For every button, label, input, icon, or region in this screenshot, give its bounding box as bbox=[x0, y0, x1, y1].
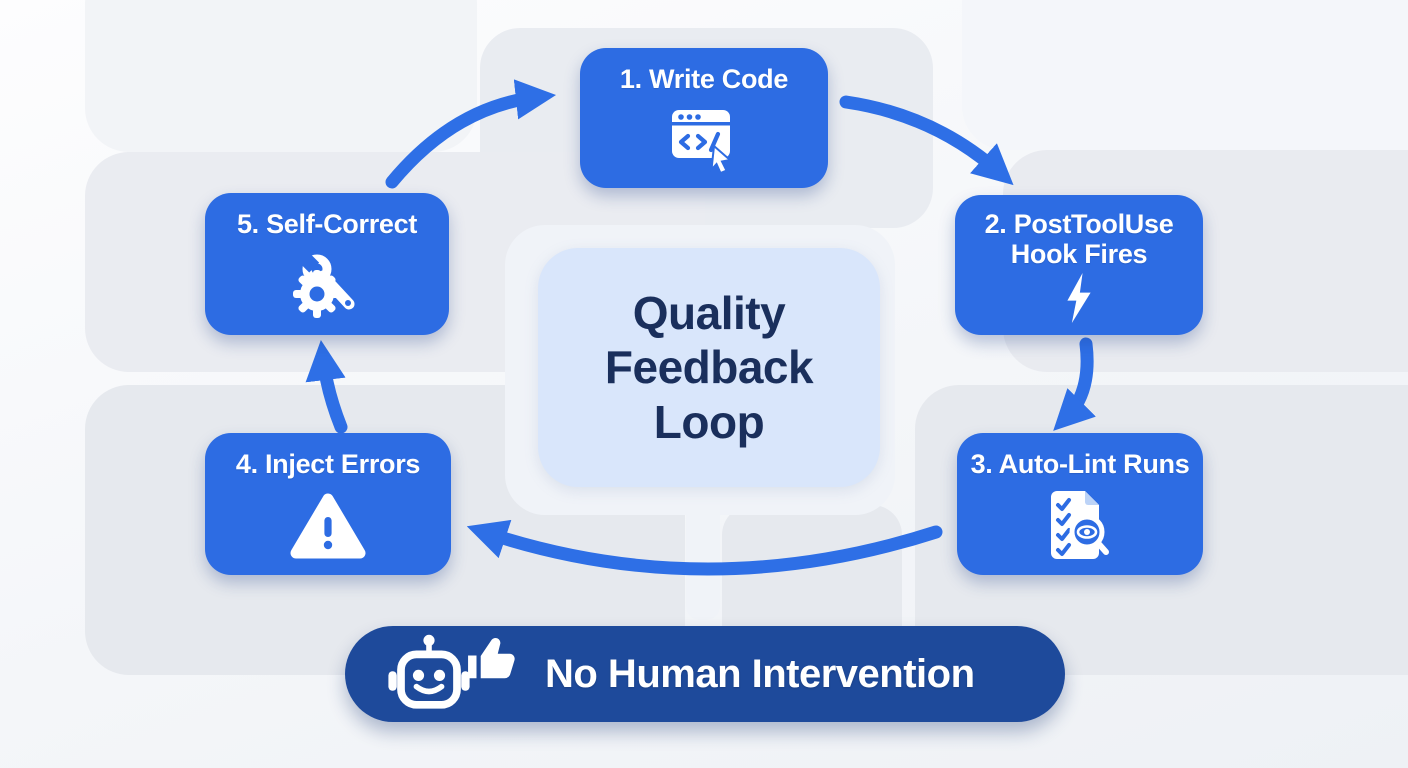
arrow-autolint-to-inject-errors bbox=[466, 519, 943, 576]
node-label: 2. PostToolUse Hook Fires bbox=[984, 209, 1174, 270]
background-panel bbox=[85, 0, 477, 152]
node-label: 5. Self-Correct bbox=[236, 209, 418, 239]
background-panel bbox=[962, 0, 1408, 150]
robot-icon bbox=[388, 634, 470, 709]
footer-label: No Human Intervention bbox=[545, 651, 975, 696]
warning-icon bbox=[289, 479, 367, 575]
center-label-card: Quality Feedback Loop bbox=[538, 248, 880, 487]
node-label: 4. Inject Errors bbox=[235, 449, 421, 479]
lint-review-icon bbox=[1045, 479, 1115, 575]
node-auto-lint: 3. Auto-Lint Runs bbox=[957, 433, 1203, 575]
diagram-title: Quality Feedback Loop bbox=[604, 287, 814, 448]
node-write-code: 1. Write Code bbox=[580, 48, 828, 188]
node-self-correct: 5. Self-Correct bbox=[205, 193, 449, 335]
arrow-inject-errors-to-self-correct bbox=[305, 339, 348, 434]
node-label: 3. Auto-Lint Runs bbox=[970, 449, 1190, 479]
node-inject-errors: 4. Inject Errors bbox=[205, 433, 451, 575]
arrow-write-code-to-hook bbox=[839, 95, 1014, 186]
footer-banner: No Human Intervention bbox=[345, 626, 1065, 722]
node-posttooluse-hook: 2. PostToolUse Hook Fires bbox=[955, 195, 1203, 335]
center-backdrop-stem bbox=[686, 495, 720, 620]
wrench-gear-icon bbox=[291, 239, 363, 335]
thumbs-up-icon bbox=[468, 637, 515, 679]
arrow-hook-to-autolint bbox=[1053, 337, 1096, 431]
footer-icons bbox=[345, 626, 545, 722]
node-label: 1. Write Code bbox=[619, 64, 789, 94]
lightning-icon bbox=[1062, 269, 1096, 327]
code-window-icon bbox=[668, 94, 740, 188]
arrow-self-correct-to-write-code bbox=[385, 79, 557, 189]
